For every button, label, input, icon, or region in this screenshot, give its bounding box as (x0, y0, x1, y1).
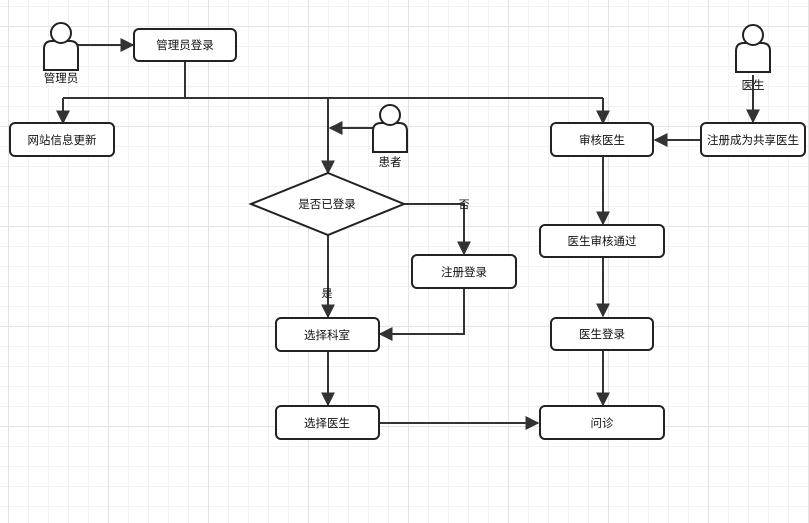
node-doctor-login: 医生登录 (550, 317, 654, 351)
actor-admin: 管理员 (43, 22, 79, 85)
node-choose-department: 选择科室 (275, 317, 380, 352)
actor-doctor: 医生 (735, 24, 771, 92)
admin-actor-head (50, 22, 72, 44)
node-review-doctor-label: 审核医生 (579, 133, 625, 147)
edge-decision-no (404, 203, 471, 256)
node-site-update-label: 网站信息更新 (28, 133, 97, 147)
node-consultation: 问诊 (539, 405, 665, 440)
actor-doctor-label: 医生 (742, 78, 765, 92)
patient-actor-head (379, 104, 401, 126)
edge-label-no: 否 (459, 198, 470, 211)
node-review-doctor: 审核医生 (550, 122, 654, 157)
node-doctor-review-passed: 医生审核通过 (539, 224, 665, 258)
node-doctor-review-passed-label: 医生审核通过 (568, 234, 637, 248)
actor-admin-label: 管理员 (44, 71, 79, 85)
node-admin-login-label: 管理员登录 (156, 38, 214, 52)
node-register-login: 注册登录 (411, 254, 517, 289)
node-choose-department-label: 选择科室 (304, 328, 350, 342)
admin-actor-icon (43, 40, 79, 71)
edges (56, 38, 760, 430)
node-register-shared-doctor-label: 注册成为共享医生 (707, 133, 799, 147)
actor-patient-label: 患者 (379, 155, 402, 169)
doctor-actor-head (742, 24, 764, 46)
patient-actor-icon (372, 122, 408, 153)
node-choose-doctor: 选择医生 (275, 405, 380, 440)
actor-patient: 患者 (372, 104, 408, 169)
node-choose-doctor-label: 选择医生 (304, 416, 350, 430)
edge-label-yes: 是 (322, 287, 333, 300)
node-register-shared-doctor: 注册成为共享医生 (700, 122, 806, 157)
node-is-logged-in: 是否已登录 (248, 171, 407, 237)
node-is-logged-in-label: 是否已登录 (298, 197, 356, 211)
edge-register-to-department (378, 288, 465, 341)
node-admin-login: 管理员登录 (133, 28, 237, 62)
node-consultation-label: 问诊 (591, 416, 614, 430)
node-register-login-label: 注册登录 (441, 265, 487, 279)
node-site-update: 网站信息更新 (9, 122, 115, 157)
node-doctor-login-label: 医生登录 (579, 327, 625, 341)
doctor-actor-icon (735, 42, 771, 73)
